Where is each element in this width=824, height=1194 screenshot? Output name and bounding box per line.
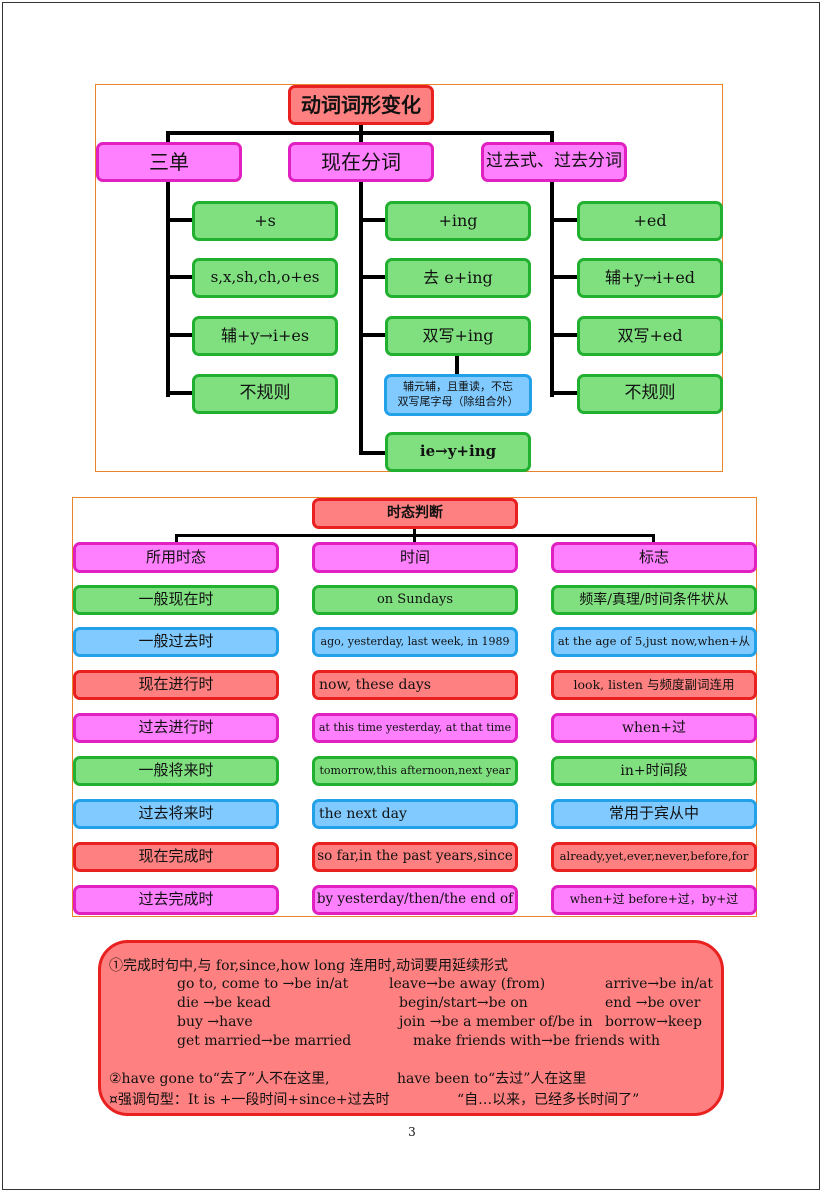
- page-number: 3: [408, 1125, 416, 1139]
- verb-rule-box: 去 e+ing: [385, 258, 531, 298]
- connector: [359, 451, 385, 455]
- verb-rule-box: 辅+y→i+ed: [577, 258, 723, 298]
- verb-rule-box: +ing: [385, 201, 531, 241]
- verb-rule-box: 双写+ed: [577, 316, 723, 356]
- note-line: 双写尾字母（除组合外）: [397, 395, 519, 408]
- tense-name: 过去将来时: [73, 799, 279, 829]
- time-expression: at this time yesterday, at that time: [312, 713, 518, 743]
- tense-marker: at the age of 5,just now,when+从: [551, 627, 757, 657]
- verb-pair: get married→be married: [177, 1033, 352, 1049]
- verb-pair: die →be kead: [177, 995, 271, 1011]
- column-header: 三单: [96, 142, 242, 182]
- note-emphasis-meaning: “自…以来，已经多长时间了”: [457, 1092, 640, 1108]
- tense-name: 一般将来时: [73, 756, 279, 786]
- verb-rule-box: 不规则: [192, 374, 338, 414]
- verb-rule-box: 双写+ing: [385, 316, 531, 356]
- connector: [359, 275, 385, 279]
- verb-rule-box: 辅+y→i+es: [192, 316, 338, 356]
- connector: [166, 218, 192, 222]
- verb-pair: buy →have: [177, 1014, 253, 1030]
- time-expression: tomorrow,this afternoon,next year: [312, 756, 518, 786]
- column-header: 过去式、过去分词: [481, 142, 627, 182]
- tense-name: 现在完成时: [73, 842, 279, 872]
- tense-name: 过去进行时: [73, 713, 279, 743]
- time-expression: ago, yesterday, last week, in 1989: [312, 627, 518, 657]
- note-gone-to: ②have gone to“去了”人不在这里,: [109, 1071, 330, 1087]
- time-expression: on Sundays: [312, 585, 518, 615]
- verb-pair: go to, come to →be in/at: [177, 976, 349, 992]
- tense-marker: already,yet,ever,never,before,for: [551, 842, 757, 872]
- connector: [550, 218, 577, 222]
- tense-marker: 常用于宾从中: [551, 799, 757, 829]
- tense-name: 一般现在时: [73, 585, 279, 615]
- time-expression: by yesterday/then/the end of: [312, 885, 518, 915]
- tense-panel: [72, 497, 757, 917]
- time-expression: now, these days: [312, 670, 518, 700]
- connector: [175, 534, 178, 543]
- notes-box: ①完成时句中,与 for,since,how long 连用时,动词要用延续形式…: [98, 940, 724, 1116]
- verb-pair: begin/start→be on: [399, 995, 528, 1011]
- verb-rule-box: +s: [192, 201, 338, 241]
- tense-name: 现在进行时: [73, 670, 279, 700]
- connector: [166, 275, 192, 279]
- tense-name: 过去完成时: [73, 885, 279, 915]
- tense-header: 标志: [551, 542, 757, 573]
- verb-pair: join →be a member of/be in: [399, 1014, 593, 1030]
- column-header: 现在分词: [288, 142, 434, 182]
- verb-rule-box: ie→y+ing: [385, 432, 531, 472]
- time-expression: the next day: [312, 799, 518, 829]
- tense-marker: look, listen 与频度副词连用: [551, 670, 757, 700]
- tense-header: 所用时态: [73, 542, 279, 573]
- tense-marker: when+过 before+过，by+过: [551, 885, 757, 915]
- connector: [166, 131, 170, 143]
- connector: [359, 333, 385, 337]
- doubling-note-box: 辅元辅，且重读，不忘 双写尾字母（除组合外）: [384, 374, 532, 416]
- connector: [166, 333, 192, 337]
- time-expression: so far,in the past years,since: [312, 842, 518, 872]
- connector: [550, 391, 577, 395]
- tense-marker: when+过: [551, 713, 757, 743]
- connector: [166, 391, 192, 395]
- tense-marker: 频率/真理/时间条件状从: [551, 585, 757, 615]
- connector: [359, 125, 363, 134]
- verb-rule-box: s,x,sh,ch,o+es: [192, 258, 338, 298]
- connector: [550, 131, 554, 143]
- note-been-to: have been to“去过”人在这里: [397, 1071, 587, 1087]
- verb-pair: borrow→keep: [605, 1014, 702, 1030]
- connector: [455, 356, 459, 375]
- connector: [359, 218, 385, 222]
- connector: [550, 182, 554, 397]
- verb-rule-box: 不规则: [577, 374, 723, 414]
- tense-title: 时态判断: [312, 498, 518, 529]
- verb-pair: make friends with→be friends with: [413, 1033, 660, 1049]
- connector: [550, 333, 577, 337]
- connector: [413, 534, 416, 543]
- connector: [359, 182, 363, 454]
- connector: [550, 275, 577, 279]
- verb-pair: arrive→be in/at: [605, 976, 714, 992]
- tense-header: 时间: [312, 542, 518, 573]
- note-emphasis-pattern: ¤强调句型：It is +一段时间+since+过去时: [109, 1092, 390, 1108]
- connector: [359, 131, 363, 143]
- connector: [652, 534, 655, 543]
- tense-marker: in+时间段: [551, 756, 757, 786]
- connector: [166, 182, 170, 397]
- connector: [413, 529, 416, 536]
- verb-pair: end →be over: [605, 995, 701, 1011]
- tense-name: 一般过去时: [73, 627, 279, 657]
- verb-rule-box: +ed: [577, 201, 723, 241]
- note-line: 辅元辅，且重读，不忘: [403, 380, 513, 394]
- verb-forms-title: 动词词形变化: [288, 85, 434, 125]
- note-durative-verbs: ①完成时句中,与 for,since,how long 连用时,动词要用延续形式: [109, 958, 509, 974]
- verb-pair: leave→be away (from): [389, 976, 546, 992]
